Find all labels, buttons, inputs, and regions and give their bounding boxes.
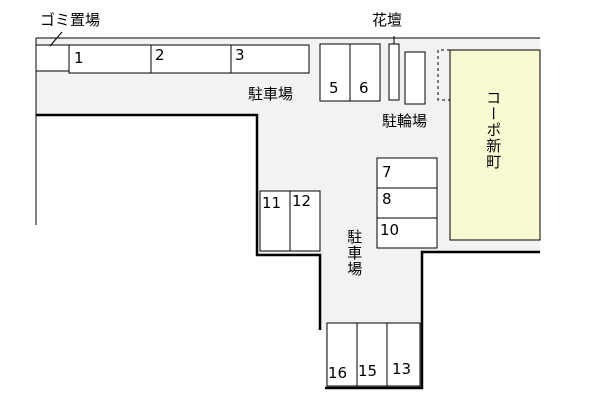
space-number-6: 6 [359,79,369,97]
space-5 [319,43,351,102]
flowerbed-label: 花壇 [372,11,403,29]
space-7 [376,157,438,189]
space-number-11: 11 [262,194,282,212]
bicycle-label: 駐輪場 [382,112,428,130]
garbage-box [35,44,70,72]
space-number-7: 7 [382,163,392,181]
space-number-1: 1 [74,49,84,67]
space-1 [68,44,152,74]
space-number-12: 12 [292,192,312,210]
building-entrance-dashed [437,49,450,101]
space-12 [289,190,321,252]
space-15 [356,322,388,387]
space-11 [259,190,291,252]
space-number-10: 10 [380,221,400,239]
bicycle-parking-box [404,51,426,105]
garbage-pointer [49,31,63,47]
space-10 [376,217,438,249]
space-3 [230,44,310,74]
building-box [449,49,541,241]
building-label: コーポ新町 [484,90,503,170]
boundary-line-lower [36,113,540,390]
space-6 [349,43,381,102]
space-number-13: 13 [392,360,412,378]
space-number-16: 16 [328,364,348,382]
space-13 [386,322,421,387]
space-16 [326,322,358,387]
space-number-5: 5 [329,79,339,97]
parking-label-center: 駐車場 [345,229,364,277]
flowerbed-box [388,43,400,101]
space-number-15: 15 [358,362,378,380]
space-number-8: 8 [382,190,392,208]
space-number-3: 3 [235,46,245,64]
space-2 [150,44,232,74]
parking-label-top: 駐車場 [248,85,294,103]
space-number-2: 2 [155,46,165,64]
garbage-label: ゴミ置場 [40,11,101,29]
